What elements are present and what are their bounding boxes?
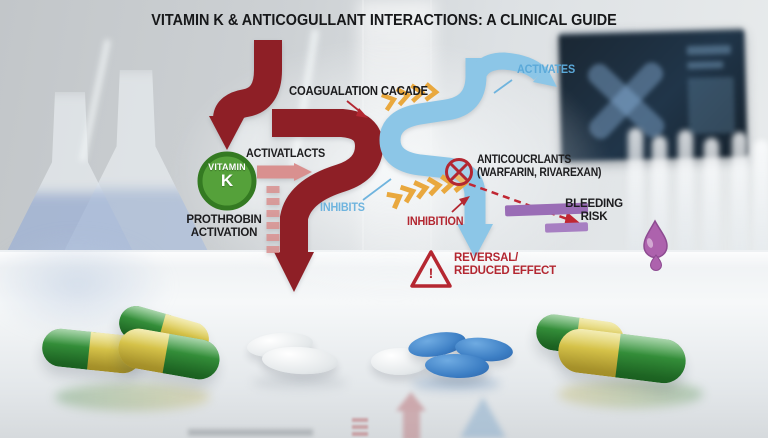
blue-down-arrowhead xyxy=(457,224,493,258)
inhibition-label: INHIBITION xyxy=(407,214,464,228)
bleeding-line2: RISK xyxy=(580,210,608,223)
pill-reflection xyxy=(412,377,500,390)
warning-exclamation: ! xyxy=(428,265,434,281)
chevrons-inhibition xyxy=(386,173,470,210)
reflection-blue-arrow xyxy=(460,397,506,438)
droplet-icon xyxy=(643,219,668,271)
activates-label: ACTIVATES xyxy=(517,62,575,76)
prothrombin-label: PROTHROBIN ACTIVATION xyxy=(178,214,270,239)
circled-x-icon xyxy=(445,158,473,186)
page-title: VITAMIN K & ANTICOGULLANT INTERACTIONS: … xyxy=(151,12,617,29)
prothrombin-line2: ACTIVATION xyxy=(190,226,258,239)
bleeding-line1: BLEEDING xyxy=(565,198,623,210)
red-vitk-arrowhead xyxy=(209,116,245,150)
reversal-line2: REDUCED EFFECT xyxy=(454,264,556,277)
blue-right-arrowhead xyxy=(533,66,557,87)
anticoagulants-line2: (WARFARIN, RIVAREXAN) xyxy=(477,166,602,179)
reflection-text-smudge xyxy=(188,429,313,436)
anticoagulants-line1: ANTICOUCRLANTS xyxy=(477,154,572,166)
red-down-arrowhead xyxy=(274,252,314,292)
chevrons-cascade xyxy=(380,82,440,112)
annotation-lines xyxy=(346,79,513,213)
vitamin-k-label: VITAMIN K xyxy=(199,162,255,189)
reversal-line1: REVERSAL/ xyxy=(454,252,519,264)
inhibits-label: INHIBITS xyxy=(320,200,365,214)
red-top-arrow-path xyxy=(213,40,282,121)
activates-mid-label: ACTIVATLACTS xyxy=(246,146,326,160)
vitamin-k-badge xyxy=(197,151,257,211)
reversal-label: REVERSAL/ REDUCED EFFECT xyxy=(454,252,556,277)
anticoagulants-label: ANTICOUCRLANTS (WARFARIN, RIVAREXAN) xyxy=(477,154,601,179)
reflection-red-arrow xyxy=(396,392,426,438)
pill-reflection xyxy=(252,376,347,389)
prothrombin-line1: PROTHROBIN xyxy=(186,214,262,226)
vitamin-k-line1: VITAMIN xyxy=(208,162,246,172)
warning-triangle-icon xyxy=(410,250,452,288)
bleeding-risk-label: BLEEDING RISK xyxy=(550,198,638,223)
vitamin-k-line2: K xyxy=(220,171,234,190)
red-dashed-arrowhead xyxy=(564,212,580,226)
purple-bar xyxy=(544,222,589,233)
purple-bar xyxy=(504,202,589,217)
pill-reflection xyxy=(55,383,210,411)
blue-activates-path xyxy=(467,52,547,93)
red-cascade-path xyxy=(272,109,384,255)
pink-arrowhead xyxy=(294,163,312,181)
coagulation-cascade-label: COAGUALATION CACADE xyxy=(289,84,428,98)
blue-main-path xyxy=(379,58,487,226)
